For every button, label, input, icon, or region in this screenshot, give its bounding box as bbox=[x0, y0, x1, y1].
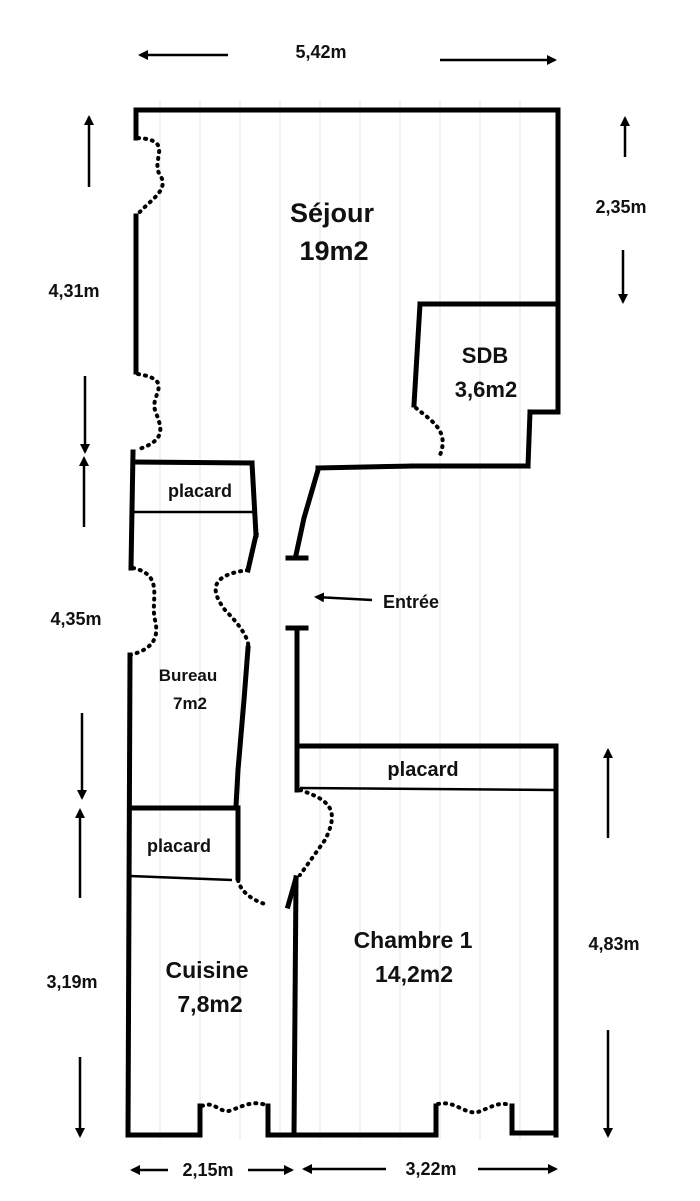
sejour-name: Séjour bbox=[290, 198, 375, 228]
paper-grid bbox=[159, 100, 521, 1140]
dim-left-bureau: 4,35m bbox=[50, 609, 101, 629]
dimension-left-bureau: 4,35m bbox=[50, 456, 102, 800]
dimension-top: 5,42m bbox=[138, 42, 557, 65]
sejour-area: 19m2 bbox=[299, 236, 368, 266]
dim-bottom-chambre: 3,22m bbox=[405, 1159, 456, 1179]
dim-bottom-cuisine: 2,15m bbox=[182, 1160, 233, 1180]
chambre-name: Chambre 1 bbox=[354, 927, 473, 953]
sdb-area: 3,6m2 bbox=[455, 377, 517, 402]
placard-cuisine-label: placard bbox=[147, 836, 211, 856]
walls bbox=[125, 107, 561, 1138]
dimension-bottom-cuisine: 2,15m bbox=[130, 1160, 294, 1180]
placard-bureau-label: placard bbox=[168, 481, 232, 501]
dimension-left-cuisine: 3,19m bbox=[46, 808, 98, 1138]
dimension-left-sejour: 4,31m bbox=[48, 115, 100, 454]
entrance-arrow bbox=[314, 592, 373, 603]
cuisine-name: Cuisine bbox=[165, 957, 248, 983]
dim-top-width: 5,42m bbox=[295, 42, 346, 62]
chambre-area: 14,2m2 bbox=[375, 961, 453, 987]
bureau-area: 7m2 bbox=[173, 694, 207, 713]
dimension-bottom-chambre: 3,22m bbox=[302, 1159, 558, 1179]
cuisine-area: 7,8m2 bbox=[177, 991, 242, 1017]
placard-chambre-label: placard bbox=[387, 759, 458, 781]
sdb-name: SDB bbox=[462, 343, 508, 368]
dimension-right-chambre: 4,83m bbox=[588, 748, 640, 1138]
door-swings bbox=[128, 136, 514, 1115]
dim-right-sejour: 2,35m bbox=[595, 197, 646, 217]
dimension-right-sejour: 2,35m bbox=[595, 116, 647, 304]
dim-left-sejour: 4,31m bbox=[48, 281, 99, 301]
dim-right-chambre: 4,83m bbox=[588, 934, 639, 954]
entrance-label: Entrée bbox=[383, 592, 439, 612]
dim-left-cuisine: 3,19m bbox=[46, 972, 97, 992]
bureau-name: Bureau bbox=[159, 666, 218, 685]
